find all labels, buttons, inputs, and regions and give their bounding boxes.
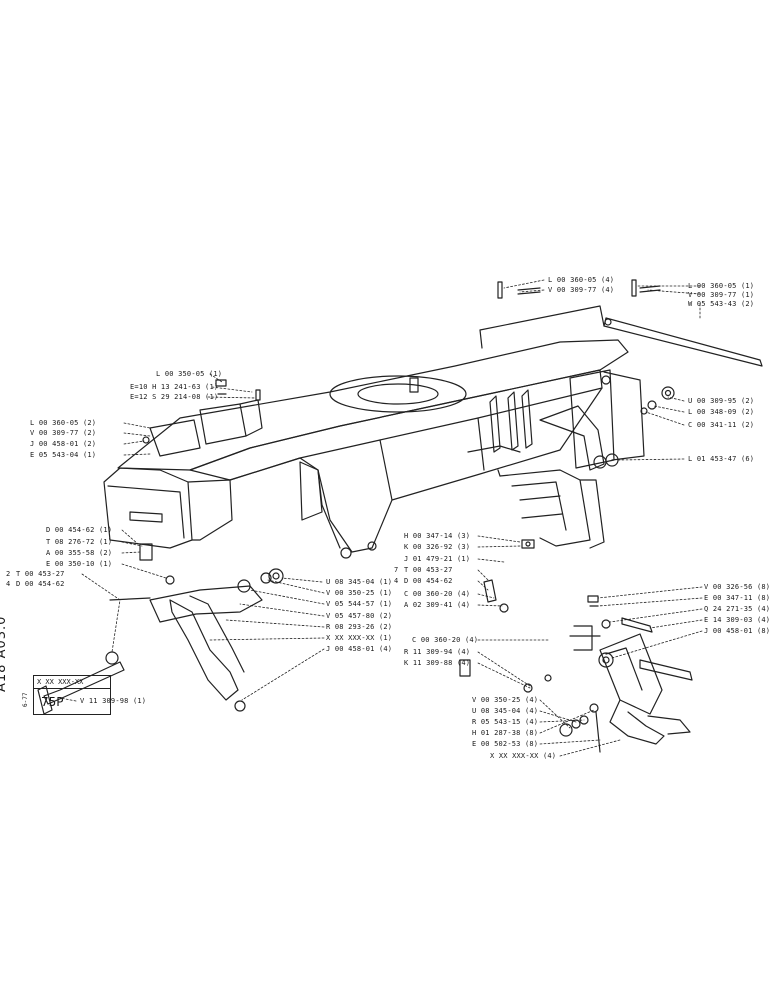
leader-lines xyxy=(59,279,703,757)
part-label: V 11 309-98 (1) xyxy=(80,697,147,705)
part-number: X XX XXX-XX xyxy=(37,678,84,686)
part-label: W 05 543-43 (2) xyxy=(688,300,755,308)
part-label: L 00 360-05 (2) xyxy=(30,419,97,427)
part-label: D 00 454-62 xyxy=(404,577,453,585)
part-label: L 00 348-09 (2) xyxy=(688,408,755,416)
mid-small-parts xyxy=(459,539,535,677)
part-label: U 08 345-04 (1) xyxy=(326,578,393,586)
part-label: X XX XXX-XX (4) xyxy=(490,752,557,760)
title-block: X XX XXX-XX 75P xyxy=(33,675,111,715)
right-bracket-assembly xyxy=(539,369,645,471)
part-label: E 00 347-11 (8) xyxy=(704,594,771,602)
ref-number: 7 xyxy=(394,566,399,574)
part-label: C 00 341-11 (2) xyxy=(688,421,755,429)
part-label: J 01 479-21 (1) xyxy=(404,555,471,563)
part-label: H 01 287-38 (8) xyxy=(472,729,539,737)
part-label: H 00 347-14 (3) xyxy=(404,532,471,540)
part-label: J 00 458-01 (4) xyxy=(326,645,393,653)
part-label: E=10 H 13 241-63 (1) xyxy=(130,383,219,391)
date-code: 6-77 xyxy=(22,692,29,707)
top-small-parts xyxy=(142,281,675,444)
part-label: V 00 309-77 (2) xyxy=(30,429,97,437)
part-label: R 11 309-94 (4) xyxy=(404,648,471,656)
part-label: U 00 309-95 (2) xyxy=(688,397,755,405)
part-label: J 00 458-01 (2) xyxy=(30,440,97,448)
part-label: E 00 350-10 (1) xyxy=(46,560,113,568)
machine-type: 75P xyxy=(41,695,64,709)
part-label: J 00 458-01 (8) xyxy=(704,627,771,635)
part-label: T 00 453-27 xyxy=(404,566,453,574)
long-rod xyxy=(603,279,763,367)
part-label: Q 24 271-35 (4) xyxy=(704,605,771,613)
part-label: V 05 457-80 (2) xyxy=(326,612,393,620)
ref-number: 2 xyxy=(6,570,11,578)
part-label: L 00 350-05 (1) xyxy=(156,370,223,378)
part-label: D 00 454-62 (1) xyxy=(46,526,113,534)
part-label: X XX XXX-XX (1) xyxy=(326,634,393,642)
ref-number: 4 xyxy=(6,580,11,588)
part-label: V 05 544-57 (1) xyxy=(326,600,393,608)
part-label: R 05 543-15 (4) xyxy=(472,718,539,726)
title-divider xyxy=(34,688,110,689)
ref-number: 4 xyxy=(394,577,399,585)
part-label: T 00 453-27 xyxy=(16,570,65,578)
part-label: C 00 360-20 (4) xyxy=(412,636,479,644)
part-label: K 00 326-92 (3) xyxy=(404,543,471,551)
part-label: T 08 276-72 (1) xyxy=(46,538,113,546)
part-label: V 00 309-77 (1) xyxy=(688,291,755,299)
part-label: E=12 S 29 214-08 (1) xyxy=(130,393,219,401)
part-label: V 00 350-25 (4) xyxy=(472,696,539,704)
part-label: K 11 309-88 (4) xyxy=(404,659,471,667)
main-frame xyxy=(103,305,629,559)
lower-guard-frame xyxy=(497,469,605,549)
part-label: L 00 360-05 (4) xyxy=(548,276,615,284)
pedal-assembly xyxy=(523,595,693,753)
part-label: E 05 543-04 (1) xyxy=(30,451,97,459)
part-label: A 02 309-41 (4) xyxy=(404,601,471,609)
part-label: E 00 502-53 (8) xyxy=(472,740,539,748)
part-label: E 14 309-03 (4) xyxy=(704,616,771,624)
part-label: V 00 309-77 (4) xyxy=(548,286,615,294)
left-linkage xyxy=(37,543,284,715)
part-label: D 00 454-62 xyxy=(16,580,65,588)
part-label: L 01 453-47 (6) xyxy=(688,455,755,463)
drawing-code: A18 A03.0 xyxy=(0,615,9,692)
part-label: V 00 326-56 (8) xyxy=(704,583,771,591)
part-label: A 00 355-58 (2) xyxy=(46,549,113,557)
part-label: C 00 360-20 (4) xyxy=(404,590,471,598)
part-label: R 08 293-26 (2) xyxy=(326,623,393,631)
part-label: V 00 350-25 (1) xyxy=(326,589,393,597)
part-label: L 00 360-05 (1) xyxy=(688,282,755,290)
part-label: U 08 345-04 (4) xyxy=(472,707,539,715)
